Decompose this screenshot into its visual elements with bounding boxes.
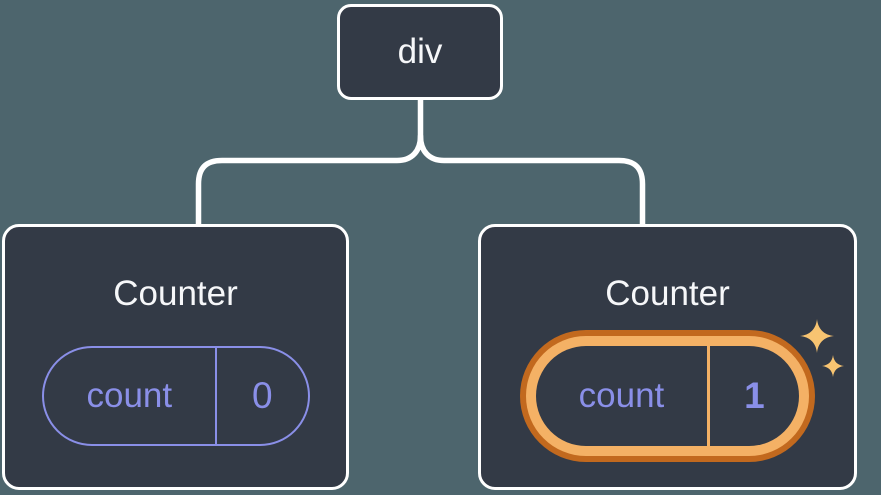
connector-left-branch: [195, 95, 424, 229]
component-card-counter-1: Counter count 1: [478, 224, 857, 490]
highlight-ring-inner: count 1: [526, 336, 809, 456]
state-value: 0: [215, 348, 307, 444]
root-node: div: [337, 4, 503, 100]
state-value: 1: [706, 346, 799, 446]
component-card-counter-0: Counter count 0: [2, 224, 349, 490]
sparkles-icon: [800, 319, 844, 377]
state-name: count: [578, 376, 665, 415]
state-pill-highlighted: count 1: [536, 346, 799, 446]
card-title: Counter: [113, 274, 238, 313]
state-pill: count 0: [41, 346, 310, 446]
connector-right-branch: [417, 133, 646, 229]
root-node-label: div: [397, 32, 443, 71]
sparkle-large: [800, 319, 834, 353]
card-title: Counter: [605, 274, 730, 313]
highlight-ring-outer: count 1: [520, 330, 815, 462]
state-name: count: [86, 376, 173, 415]
sparkle-small: [822, 355, 844, 377]
